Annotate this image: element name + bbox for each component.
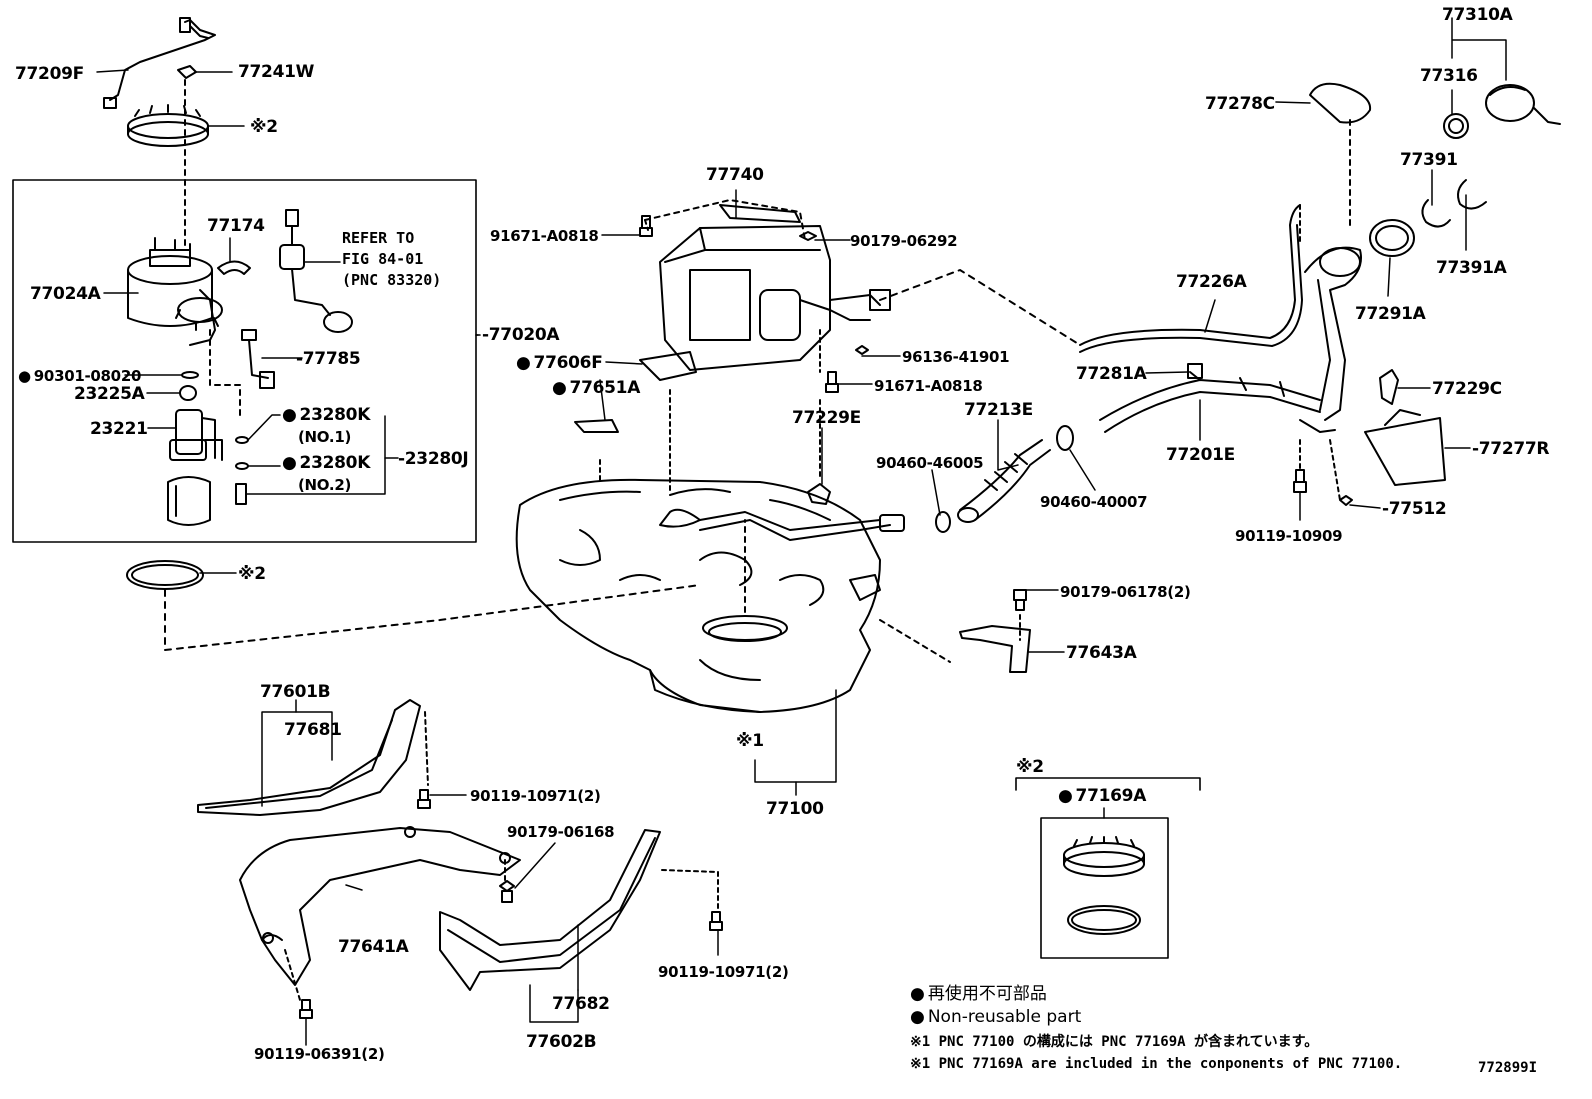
label-77100: 77100 — [766, 799, 824, 819]
label-90119-06391: 90119-06391(2) — [254, 1045, 385, 1063]
label-77229E: 77229E — [792, 408, 861, 428]
label-77601B: 77601B — [260, 682, 331, 702]
label-23225A: 23225A — [74, 384, 145, 404]
label-23280K-no2: 23280K — [282, 453, 371, 473]
label-90119-10971-upper: 90119-10971(2) — [470, 787, 601, 805]
straps-and-protectors-drawing — [197, 699, 723, 1019]
label-77682: 77682 — [552, 994, 610, 1014]
label-77512: -77512 — [1382, 499, 1447, 519]
label-note2-top: 2 — [250, 117, 278, 137]
note-mark-icon — [1016, 757, 1032, 777]
label-refer-line2: FIG 84-01 — [342, 250, 424, 268]
label-23221: 23221 — [90, 419, 148, 439]
note-mark-icon — [910, 1056, 922, 1072]
label-91671-A0818-bottom: 91671-A0818 — [874, 377, 983, 395]
label-77169A: 77169A — [1058, 786, 1147, 806]
label-96136-41901: 96136-41901 — [902, 348, 1010, 366]
label-77291A: 77291A — [1355, 304, 1426, 324]
label-90179-06168: 90179-06168 — [507, 823, 615, 841]
label-90460-46005: 90460-46005 — [876, 454, 984, 472]
label-91671-A0818-top: 91671-A0818 — [490, 227, 599, 245]
legend-note1-en: 1 PNC 77169A are included in the conpone… — [910, 1052, 1402, 1076]
label-77229C: 77229C — [1432, 379, 1502, 399]
label-note2-gasket: 2 — [238, 564, 266, 584]
label-90179-06292: 90179-06292 — [850, 232, 958, 250]
legend-note1-jp: 1 PNC 77100 の構成には PNC 77169A が含まれています。 — [910, 1030, 1318, 1054]
note-mark-icon — [910, 1034, 922, 1050]
figure-id: 772899I — [1478, 1060, 1538, 1076]
label-77310A: 77310A — [1442, 5, 1513, 25]
fuel-filler-drawing — [935, 82, 1561, 533]
note-mark-icon — [250, 117, 266, 137]
charcoal-canister-drawing — [639, 199, 1081, 505]
fuel-tank-drawing — [515, 351, 905, 713]
fuel-pump-module-drawing — [103, 17, 353, 526]
label-77226A: 77226A — [1176, 272, 1247, 292]
label-77643A: 77643A — [1066, 643, 1137, 663]
label-no2: (NO.2) — [298, 476, 352, 494]
label-77316: 77316 — [1420, 66, 1478, 86]
label-77602B: 77602B — [526, 1032, 597, 1052]
pump-module-box — [12, 179, 477, 543]
label-77209F: 77209F — [15, 64, 84, 84]
note-mark-icon — [736, 731, 752, 751]
label-note2-set: 2 — [1016, 757, 1044, 777]
label-77785: -77785 — [296, 349, 361, 369]
label-refer-line3: (PNC 83320) — [342, 271, 442, 289]
legend-nonreusable-en: Non-reusable part — [910, 1005, 1081, 1029]
label-77174: 77174 — [207, 216, 265, 236]
label-23280J: -23280J — [398, 449, 469, 469]
label-77681: 77681 — [284, 720, 342, 740]
note-mark-icon — [238, 564, 254, 584]
label-77740: 77740 — [706, 165, 764, 185]
bracket-77643a-drawing — [879, 589, 1031, 673]
label-90119-10909: 90119-10909 — [1235, 527, 1343, 545]
label-90460-40007: 90460-40007 — [1040, 493, 1148, 511]
label-77241W: 77241W — [238, 62, 315, 82]
label-90119-10971-lower: 90119-10971(2) — [658, 963, 789, 981]
label-77277R: -77277R — [1472, 439, 1550, 459]
label-77201E: 77201E — [1166, 445, 1235, 465]
label-note1: 1 — [736, 731, 764, 751]
label-90179-06178: 90179-06178(2) — [1060, 583, 1191, 601]
label-77391A: 77391A — [1436, 258, 1507, 278]
label-77024A: 77024A — [30, 284, 101, 304]
label-77651A: 77651A — [552, 378, 641, 398]
label-23280K-no1: 23280K — [282, 405, 371, 425]
label-77278C: 77278C — [1205, 94, 1275, 114]
label-77641A: 77641A — [338, 937, 409, 957]
label-77606F: 77606F — [516, 353, 603, 373]
label-77391: 77391 — [1400, 150, 1458, 170]
label-77281A: 77281A — [1076, 364, 1147, 384]
label-77213E: 77213E — [964, 400, 1033, 420]
label-77020A: -77020A — [482, 325, 560, 345]
label-90301-08020: 90301-08020 — [18, 366, 142, 386]
label-no1: (NO.1) — [298, 428, 352, 446]
label-refer-line1: REFER TO — [342, 229, 415, 247]
legend-nonreusable-jp: 再使用不可部品 — [910, 982, 1047, 1006]
